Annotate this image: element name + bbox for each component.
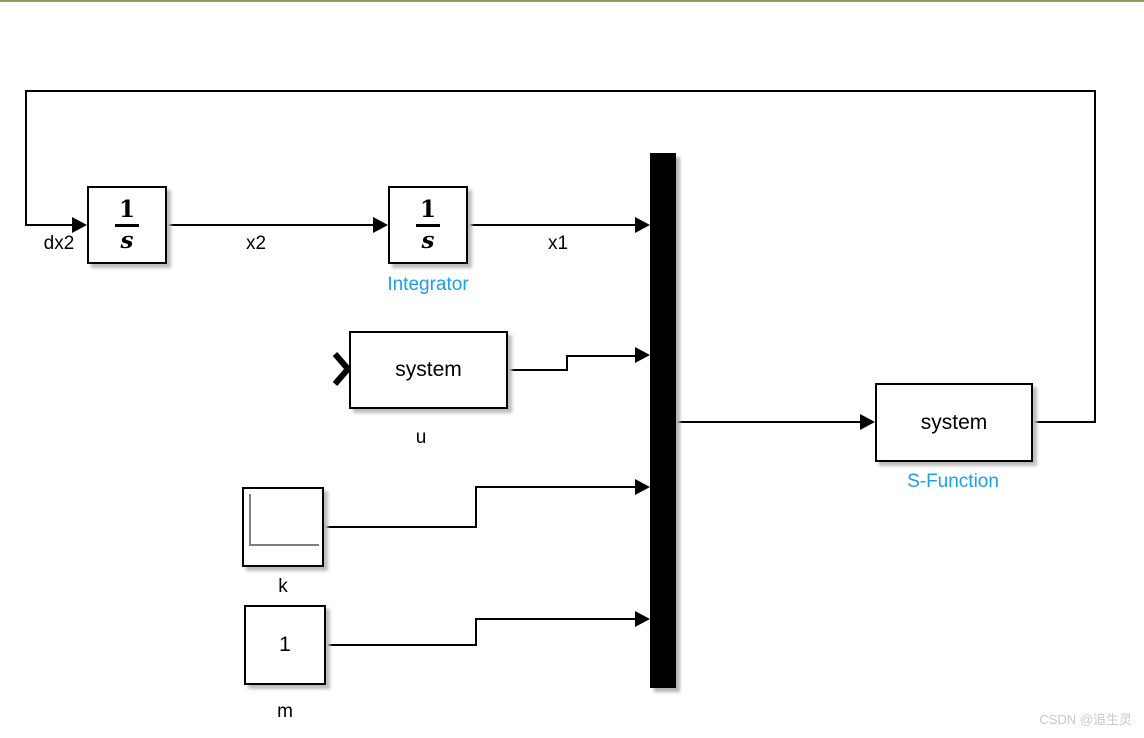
sfunction-block[interactable]: system xyxy=(875,383,1033,462)
wire-m-seg1[interactable] xyxy=(326,644,477,646)
integrator1-fraction: 1 s xyxy=(114,196,140,252)
wire-x1[interactable] xyxy=(468,224,635,226)
integrator1-block[interactable]: 1 s xyxy=(87,186,167,264)
wire-u-seg3[interactable] xyxy=(566,355,635,357)
wire-k-seg2[interactable] xyxy=(475,486,477,528)
wire-m-seg3[interactable] xyxy=(475,618,635,620)
wire-mux-to-sfun[interactable] xyxy=(676,421,860,423)
wire-m-seg2[interactable] xyxy=(475,618,477,646)
wire-u-seg2[interactable] xyxy=(566,355,568,371)
arrowhead-integrator2-input[interactable] xyxy=(373,217,388,233)
integrator2-block[interactable]: 1 s xyxy=(388,186,468,264)
sfunction-block-text: system xyxy=(920,410,988,434)
wire-feedback-left-vertical[interactable] xyxy=(25,90,27,226)
integrator2-numerator: 1 xyxy=(419,196,436,223)
wire-feedback-right-vertical[interactable] xyxy=(1094,90,1096,423)
u-block-name-label[interactable]: u xyxy=(415,427,427,448)
plot-axes-icon xyxy=(249,494,319,546)
integrator2-name-label[interactable]: Integrator xyxy=(387,274,469,295)
wire-k-seg1[interactable] xyxy=(324,526,477,528)
arrowhead-mux-port4[interactable] xyxy=(635,611,650,627)
u-block[interactable]: system xyxy=(349,331,508,409)
signal-label-dx2[interactable]: dx2 xyxy=(43,233,75,254)
sfunction-name-label[interactable]: S-Function xyxy=(907,471,999,492)
mux-block[interactable] xyxy=(650,153,676,688)
wire-sfun-output[interactable] xyxy=(1033,421,1096,423)
integrator2-fraction: 1 s xyxy=(415,196,441,252)
signal-label-x1[interactable]: x1 xyxy=(547,233,569,254)
m-block[interactable]: 1 xyxy=(244,605,326,685)
arrowhead-mux-port3[interactable] xyxy=(635,479,650,495)
integrator1-denominator: s xyxy=(114,224,140,252)
wire-u-seg1[interactable] xyxy=(508,369,568,371)
window-top-border xyxy=(0,0,1144,2)
m-block-value: 1 xyxy=(279,633,291,656)
arrowhead-mux-port1[interactable] xyxy=(635,217,650,233)
integrator2-denominator: s xyxy=(415,224,441,252)
arrowhead-sfun-input[interactable] xyxy=(860,414,875,430)
signal-label-x2[interactable]: x2 xyxy=(245,233,267,254)
k-block-name-label[interactable]: k xyxy=(278,576,288,597)
integrator1-numerator: 1 xyxy=(118,196,135,223)
watermark-text: CSDN @追生灵 xyxy=(1039,712,1132,727)
wire-feedback-top-horizontal[interactable] xyxy=(25,90,1096,92)
wire-k-seg3[interactable] xyxy=(475,486,635,488)
k-block[interactable] xyxy=(242,487,324,567)
arrowhead-mux-port2[interactable] xyxy=(635,347,650,363)
open-input-port-icon[interactable] xyxy=(332,350,351,388)
m-block-name-label[interactable]: m xyxy=(277,701,293,722)
u-block-text: system xyxy=(395,358,462,381)
wire-x2[interactable] xyxy=(167,224,373,226)
arrowhead-integrator1-input[interactable] xyxy=(72,217,87,233)
wire-into-integrator1[interactable] xyxy=(25,224,75,226)
